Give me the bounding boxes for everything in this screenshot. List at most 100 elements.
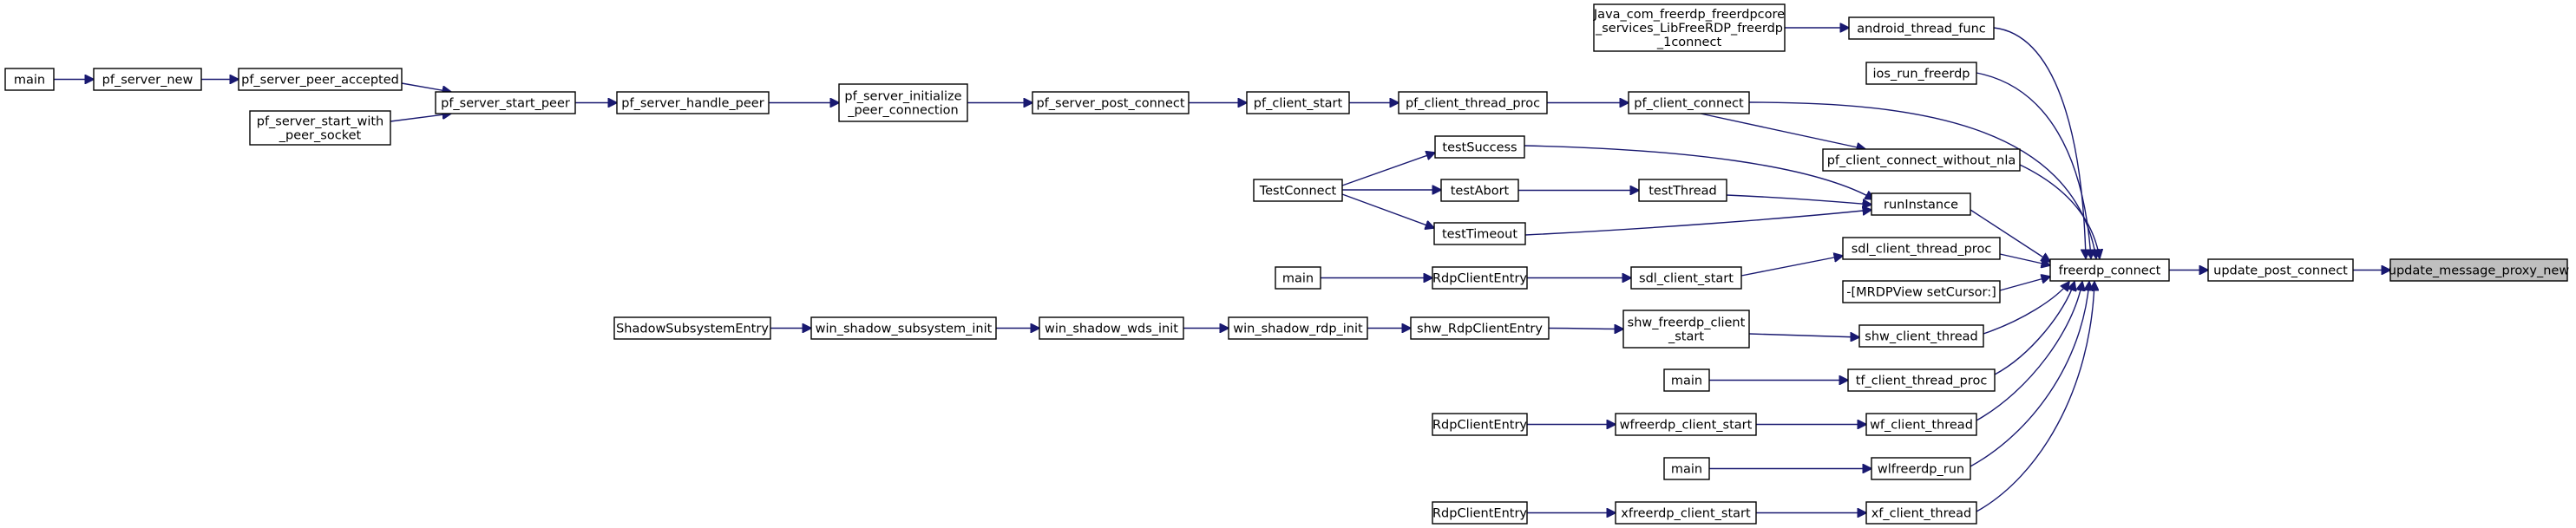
node-testThread[interactable]: testThread: [1638, 179, 1727, 202]
node-wf_client_thread[interactable]: wf_client_thread: [1865, 413, 1977, 436]
node-freerdp_connect[interactable]: freerdp_connect: [2049, 258, 2170, 282]
node-ios_run_freerdp[interactable]: ios_run_freerdp: [1865, 62, 1977, 85]
node-box: [1628, 91, 1750, 114]
node-box: [1847, 368, 1996, 392]
node-label: testThread: [1649, 185, 1717, 199]
node-pf_client_connect_without_nla[interactable]: pf_client_connect_without_nla: [1822, 148, 2021, 172]
node-label: wfreerdp_client_start: [1620, 419, 1753, 433]
node-label: update_post_connect: [2213, 264, 2348, 278]
node-update_message_proxy_new: update_message_proxy_new: [2389, 258, 2570, 282]
node-label: update_message_proxy_new: [2389, 264, 2570, 278]
node-box: [1275, 266, 1321, 290]
node-pf_client_start[interactable]: pf_client_start: [1246, 91, 1350, 114]
node-RdpClientEntry_xf[interactable]: RdpClientEntry: [1432, 501, 1528, 525]
edge-arrow: [1740, 256, 1843, 277]
node-box: [1871, 192, 1971, 216]
edge-tf_client_thread_proc-to-freerdp_connect: [1994, 282, 2075, 375]
node-java_connect[interactable]: Java_com_freerdp_freerdpcore_services_Li…: [1593, 3, 1786, 52]
node-shw_client_thread[interactable]: shw_client_thread: [1858, 324, 1984, 348]
node-box: [1865, 62, 1977, 85]
node-shw_freerdp_client_start[interactable]: shw_freerdp_client_start: [1622, 310, 1750, 349]
node-label: wf_client_thread: [1870, 419, 1973, 433]
node-box: [1410, 316, 1550, 340]
node-box: [1253, 179, 1343, 202]
node-box: [1842, 237, 2001, 260]
node-label: shw_freerdp_client: [1628, 316, 1746, 330]
node-box: [1440, 179, 1519, 202]
node-sdl_client_start[interactable]: sdl_client_start: [1630, 266, 1742, 290]
node-win_shadow_rdp_init[interactable]: win_shadow_rdp_init: [1228, 316, 1368, 340]
edge-wlfreerdp_run-to-freerdp_connect: [1970, 282, 2089, 467]
node-testTimeout[interactable]: testTimeout: [1433, 222, 1526, 245]
node-mrdpview_setcursor[interactable]: -[MRDPView setCursor:]: [1842, 280, 2001, 303]
node-pf_server_new[interactable]: pf_server_new: [93, 68, 202, 91]
edge-TestConnect-to-testTimeout: [1341, 193, 1434, 228]
edge-TestConnect-to-testSuccess: [1341, 153, 1435, 186]
node-box: [616, 91, 770, 114]
node-win_shadow_subsystem_init[interactable]: win_shadow_subsystem_init: [810, 316, 997, 340]
node-pf_client_connect[interactable]: pf_client_connect: [1628, 91, 1750, 114]
node-tf_client_thread_proc[interactable]: tf_client_thread_proc: [1847, 368, 1996, 392]
node-label: main: [1671, 375, 1702, 388]
node-box: [1039, 316, 1184, 340]
node-shw_RdpClientEntry[interactable]: shw_RdpClientEntry: [1410, 316, 1550, 340]
edge-arrow: [1726, 194, 1871, 205]
node-box: [1228, 316, 1368, 340]
node-box: [1246, 91, 1350, 114]
edge-arrow: [1524, 145, 1874, 199]
node-wlfreerdp_run[interactable]: wlfreerdp_run: [1871, 457, 1971, 480]
node-TestConnect[interactable]: TestConnect: [1253, 179, 1343, 202]
node-main_tf[interactable]: main: [1663, 368, 1710, 392]
node-label: ShadowSubsystemEntry: [616, 323, 769, 336]
edge-runInstance-to-freerdp_connect: [1970, 209, 2050, 262]
node-sdl_client_thread_proc[interactable]: sdl_client_thread_proc: [1842, 237, 2001, 260]
node-box: [1434, 135, 1525, 159]
node-label: testTimeout: [1442, 228, 1517, 242]
node-label: testSuccess: [1442, 141, 1517, 155]
node-pf_client_thread_proc[interactable]: pf_client_thread_proc: [1398, 91, 1548, 114]
node-label: TestConnect: [1259, 185, 1337, 199]
node-box: [4, 68, 55, 91]
node-main_sdl[interactable]: main: [1275, 266, 1321, 290]
node-xfreerdp_client_start[interactable]: xfreerdp_client_start: [1615, 501, 1757, 525]
node-box: [1871, 457, 1971, 480]
node-main_wl[interactable]: main: [1663, 457, 1710, 480]
node-win_shadow_wds_init[interactable]: win_shadow_wds_init: [1039, 316, 1184, 340]
node-RdpClientEntry_sdl[interactable]: RdpClientEntry: [1432, 266, 1528, 290]
node-wfreerdp_client_start[interactable]: wfreerdp_client_start: [1615, 413, 1757, 436]
node-box: [838, 83, 968, 122]
node-pf_server_start_peer[interactable]: pf_server_start_peer: [435, 91, 576, 114]
edge-testSuccess-to-runInstance: [1524, 145, 1874, 199]
node-label: main: [1282, 272, 1314, 286]
node-update_post_connect[interactable]: update_post_connect: [2207, 258, 2354, 282]
node-runInstance[interactable]: runInstance: [1871, 192, 1971, 216]
node-ShadowSubsystemEntry[interactable]: ShadowSubsystemEntry: [613, 316, 771, 340]
node-pf_server_peer_accepted[interactable]: pf_server_peer_accepted: [238, 68, 403, 91]
node-android_thread_func[interactable]: android_thread_func: [1848, 16, 1995, 40]
node-label: testAbort: [1451, 185, 1510, 199]
node-RdpClientEntry_wf[interactable]: RdpClientEntry: [1432, 413, 1528, 436]
node-xf_client_thread[interactable]: xf_client_thread: [1865, 501, 1977, 525]
edge-pf_client_connect-to-freerdp_connect: [1748, 101, 2096, 258]
node-box: [613, 316, 771, 340]
node-label: shw_RdpClientEntry: [1417, 323, 1543, 336]
node-pf_server_start_with_peer_socket[interactable]: pf_server_start_with_peer_socket: [249, 110, 391, 146]
node-testSuccess[interactable]: testSuccess: [1434, 135, 1525, 159]
node-box: [1822, 148, 2021, 172]
edge-arrow: [2019, 164, 2100, 258]
node-pf_server_post_connect[interactable]: pf_server_post_connect: [1032, 91, 1190, 114]
node-pf_server_handle_peer[interactable]: pf_server_handle_peer: [616, 91, 770, 114]
edge-sdl_client_thread_proc-to-freerdp_connect: [1999, 253, 2050, 265]
node-main_pf[interactable]: main: [4, 68, 55, 91]
edge-wf_client_thread-to-freerdp_connect: [1976, 282, 2082, 421]
node-label: pf_client_connect: [1634, 97, 1744, 111]
node-pf_server_initialize_peer_connection[interactable]: pf_server_initialize_peer_connection: [838, 83, 968, 122]
node-box: [1842, 280, 2001, 303]
node-testAbort[interactable]: testAbort: [1440, 179, 1519, 202]
edge-pf_client_connect_without_nla-to-freerdp_connect: [2019, 164, 2100, 258]
node-box: [1032, 91, 1190, 114]
node-label: _services_LibFreeRDP_freerdp: [1595, 22, 1783, 36]
edge-xf_client_thread-to-freerdp_connect: [1976, 282, 2094, 512]
node-label: pf_client_start: [1254, 97, 1343, 111]
